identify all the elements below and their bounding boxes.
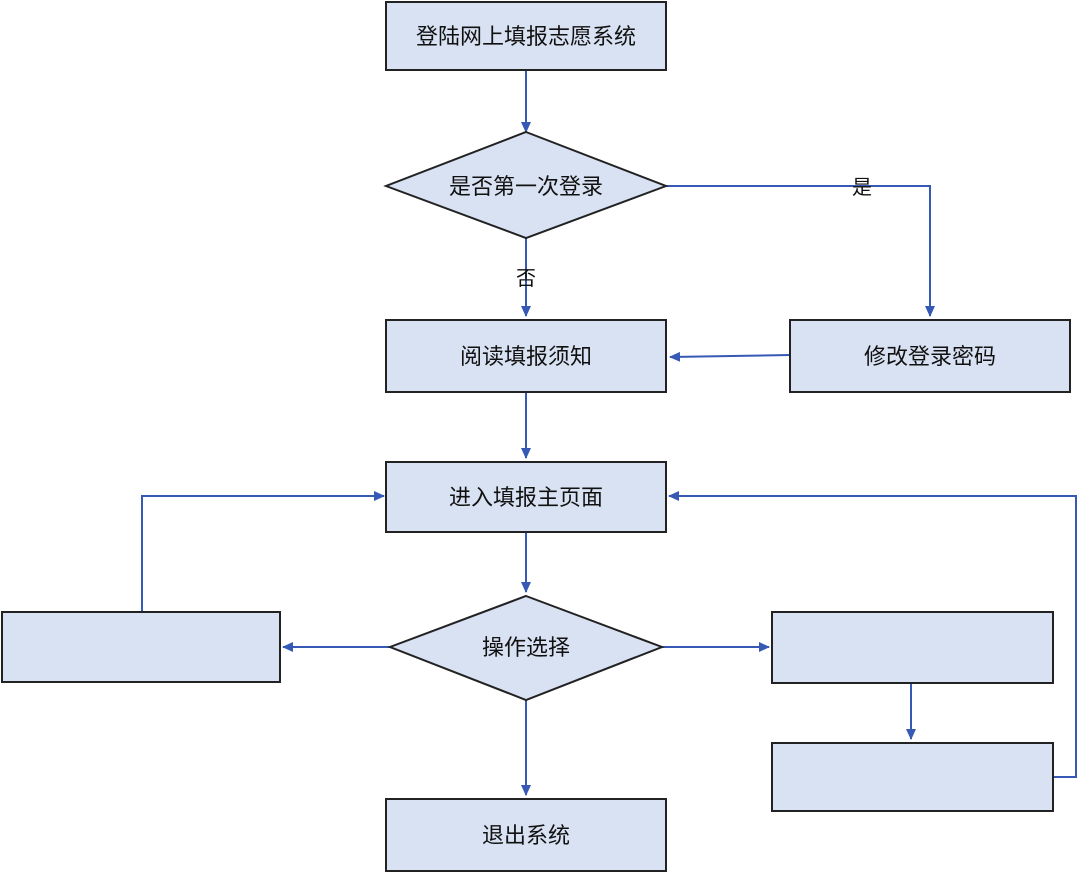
edges [141, 70, 1077, 796]
node-main-page-label: 进入填报主页面 [449, 486, 603, 511]
node-login: 登陆网上填报志愿系统 [385, 1, 667, 71]
node-change-password: 修改登录密码 [789, 319, 1071, 393]
node-exit-system-label: 退出系统 [482, 824, 570, 849]
node-right-action-box [771, 611, 1054, 684]
node-operation-choice-label: 操作选择 [482, 636, 570, 661]
node-first-login-label: 是否第一次登录 [449, 175, 603, 200]
node-first-login-decision: 是否第一次登录 [383, 130, 669, 240]
node-left-action-box [1, 611, 281, 683]
edge-first-login-yes-to-change-password [666, 185, 935, 317]
edge-left-box-to-main-page [141, 491, 385, 612]
node-exit-system: 退出系统 [385, 798, 667, 872]
node-operation-choice-decision: 操作选择 [387, 594, 665, 702]
edge-lower-right-box-to-main-page [668, 491, 1077, 778]
node-change-password-label: 修改登录密码 [864, 345, 996, 370]
node-read-notice: 阅读填报须知 [385, 319, 667, 393]
edge-change-password-to-read-notice [669, 351, 791, 362]
node-main-page: 进入填报主页面 [385, 461, 667, 533]
edge-label-yes: 是 [852, 175, 872, 199]
node-login-label: 登陆网上填报志愿系统 [416, 25, 636, 50]
edge-label-no: 否 [516, 266, 536, 290]
node-read-notice-label: 阅读填报须知 [460, 345, 592, 370]
node-lower-right-action-box [771, 742, 1054, 812]
